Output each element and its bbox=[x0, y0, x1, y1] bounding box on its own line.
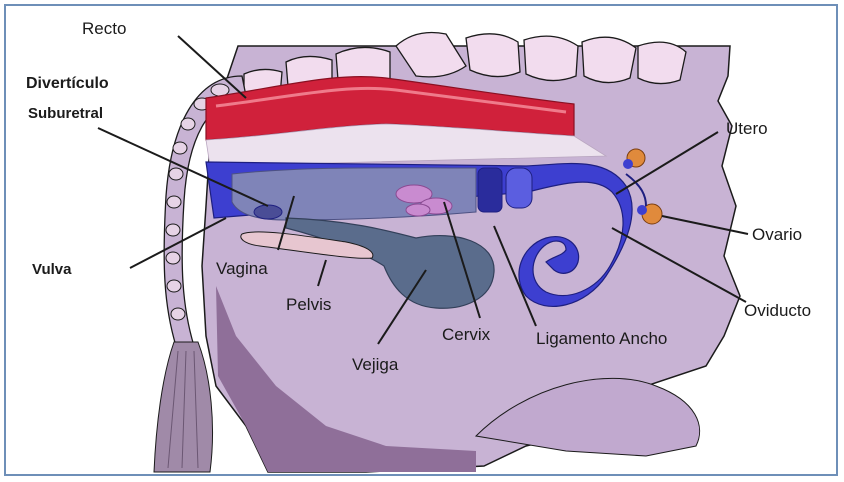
reproductive-anatomy-diagram: Recto Divertículo Suburetral Vulva Vagin… bbox=[6, 6, 838, 476]
label-vejiga: Vejiga bbox=[352, 355, 399, 374]
label-oviducto: Oviducto bbox=[744, 301, 811, 320]
label-vagina: Vagina bbox=[216, 259, 268, 278]
diagram-frame: Recto Divertículo Suburetral Vulva Vagin… bbox=[4, 4, 838, 476]
label-ligamento-ancho: Ligamento Ancho bbox=[536, 329, 667, 348]
suburethral-diverticulum bbox=[254, 205, 282, 219]
tail-switch bbox=[154, 342, 213, 472]
label-diverticulo: Divertículo bbox=[26, 75, 109, 92]
label-pelvis: Pelvis bbox=[286, 295, 331, 314]
label-utero: Utero bbox=[726, 119, 768, 138]
label-recto: Recto bbox=[82, 19, 126, 38]
label-cervix: Cervix bbox=[442, 325, 491, 344]
label-vulva: Vulva bbox=[32, 261, 72, 278]
label-suburetral: Suburetral bbox=[28, 105, 103, 122]
label-ovario: Ovario bbox=[752, 225, 802, 244]
